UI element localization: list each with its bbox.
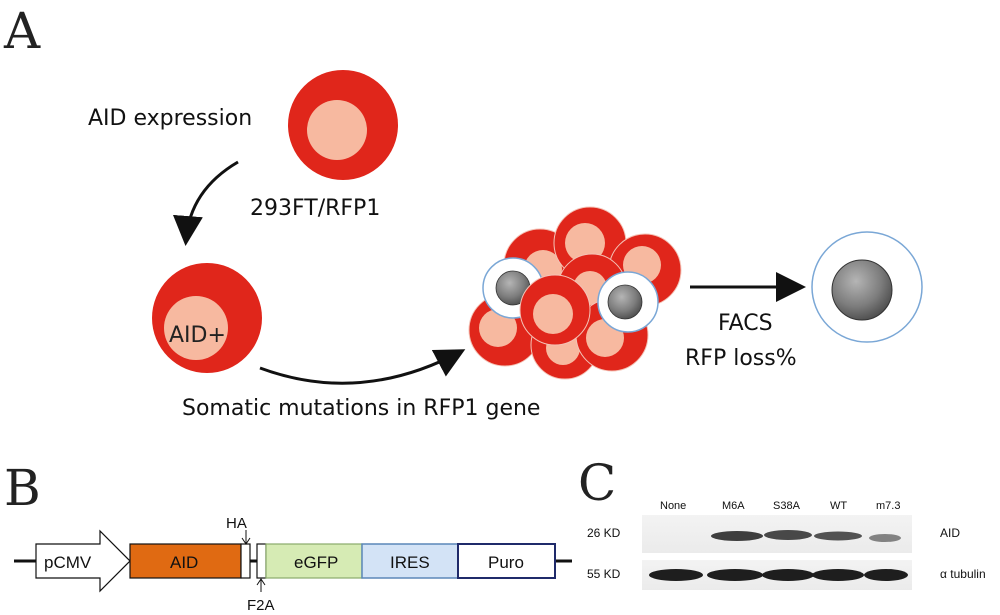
aid-band-label: AID — [940, 526, 960, 540]
aid-band-wt — [814, 531, 862, 541]
tubulin-band-label: α tubulin — [940, 567, 986, 581]
mutation-arrow — [259, 349, 466, 385]
lane-wt: WT — [830, 500, 847, 512]
egfp-element — [265, 543, 363, 579]
facs-label: FACS — [718, 311, 773, 336]
aid-band-s38a — [764, 530, 812, 540]
cell-line-label: 293FT/RFP1 — [250, 196, 380, 221]
ires-label: IRES — [390, 553, 430, 572]
aid-expression-label: AID expression — [88, 106, 252, 131]
marker-55kd: 55 KD — [587, 567, 621, 581]
ha-label: HA — [226, 515, 247, 532]
aid-positive-cell — [152, 263, 262, 373]
panel-b-letter: B — [4, 459, 41, 517]
lane-s38a: S38A — [773, 500, 801, 512]
lane-m7-3: m7.3 — [876, 500, 900, 512]
tubulin-band-m6a — [707, 569, 763, 581]
marker-26kd: 26 KD — [587, 526, 621, 540]
f2a-pointer-head — [256, 578, 266, 586]
ha-pointer-head — [241, 537, 251, 545]
tubulin-band-none — [649, 569, 703, 581]
lane-m6a: M6A — [722, 500, 745, 512]
expression-arrow — [172, 160, 239, 246]
tubulin-band-wt — [812, 569, 864, 581]
pcmv-label: pCMV — [44, 553, 92, 572]
egfp-label: eGFP — [294, 553, 338, 572]
aid-element — [129, 543, 242, 579]
tubulin-band-m7-3 — [864, 569, 908, 581]
pcmv-promoter — [35, 529, 131, 593]
aid-band-m6a — [711, 531, 763, 541]
tubulin-band-s38a — [762, 569, 814, 581]
aid-band-m7-3 — [869, 534, 901, 542]
panel-c-letter: C — [578, 454, 616, 512]
ires-element — [361, 543, 459, 579]
puro-label: Puro — [488, 553, 524, 572]
rfp-loss-label: RFP loss% — [685, 346, 797, 371]
f2a-label: F2A — [247, 597, 275, 614]
rfp-negative-cell — [811, 231, 923, 343]
panel-a-letter: A — [3, 2, 41, 60]
f2a-element — [256, 543, 267, 579]
puro-element — [457, 543, 556, 579]
rfp1-cell — [288, 70, 398, 180]
somatic-mutations-label: Somatic mutations in RFP1 gene — [182, 396, 540, 421]
aid-plus-label: AID+ — [169, 323, 226, 348]
ha-tag — [240, 543, 251, 579]
western-blot: None M6A S38A WT m7.3 26 KD 55 KD AID α … — [587, 500, 986, 590]
aid-element-label: AID — [170, 553, 198, 572]
cell-cluster — [468, 206, 682, 380]
lane-none: None — [660, 500, 686, 512]
construct-map: pCMV AID eGFP IRES Puro HA F2A — [14, 515, 572, 614]
